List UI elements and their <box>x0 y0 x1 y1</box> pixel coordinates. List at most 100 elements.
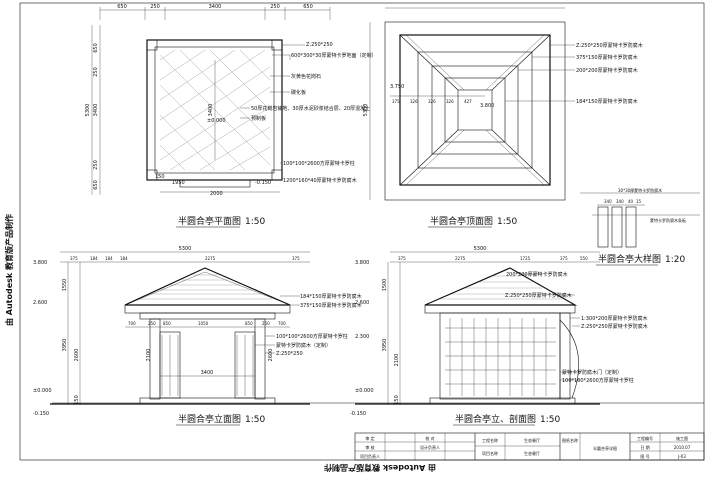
side-elevation: 5300 375 2275 1725 375 550 3.800 2.600 2… <box>350 246 648 426</box>
plan-dim-top-1: 650 <box>117 4 127 10</box>
tb-item-label: 项目名称 <box>482 450 498 456</box>
front-note-5: Z:250*250 <box>276 351 303 357</box>
side-height-3: 2100 <box>394 354 400 367</box>
tb-drawing-label: 图纸名称 <box>562 437 578 443</box>
tb-right-2-label: 日 期 <box>640 444 649 450</box>
front-elevation: 5300 375 184 184 184 2275 375 3.800 2.60… <box>33 246 362 426</box>
plan-dim-top-5: 650 <box>303 4 313 10</box>
detail-dim-2: 340 <box>604 199 612 204</box>
plan-note-5: 50厚花岗岩铺地、30厚水泥砂浆结合层、20厚混凝土 <box>251 105 370 112</box>
side-dim-top-1: 375 <box>398 256 406 261</box>
roof-note-4: 184*150厚蒙特卡罗防腐木 <box>576 98 638 105</box>
front-scale: 1:50 <box>245 415 265 425</box>
front-inner-height-2: 2600 <box>268 349 274 362</box>
plan-note-3: 灰黄色花岗石 <box>291 73 321 80</box>
plan-center-dim: 3400 <box>208 104 214 117</box>
plan-scale: 1:50 <box>245 217 265 227</box>
plan-dim-top-4: 250 <box>270 4 280 10</box>
front-mid-dim-6: 250 <box>262 321 270 326</box>
plan-note-1: Z:250*250 <box>306 42 333 48</box>
front-level-1: 3.800 <box>33 260 47 266</box>
plan-bottom-dim-2: 2000 <box>210 191 223 197</box>
detail-dim-4: 40 <box>628 199 634 204</box>
front-height-1: 1550 <box>62 279 68 292</box>
front-note-2: 375*150厚蒙特卡罗防腐木 <box>300 302 362 309</box>
front-inner-height-1: 2100 <box>146 349 152 362</box>
plan-note-8: 1200*160*40厚蒙特卡罗防腐木 <box>283 177 357 184</box>
side-level-3: 2.300 <box>355 334 369 340</box>
roof-scale: 1:50 <box>497 217 517 227</box>
front-note-1: 184*150厚蒙特卡罗防腐木 <box>300 293 362 300</box>
front-note-3: 100*100*2600方厚蒙特卡罗柱 <box>276 333 348 340</box>
side-note: 由 Autodesk 教育版产品制作 <box>4 214 14 326</box>
plan-dim-left-4: 250 <box>93 160 99 170</box>
plan-title: 半圆合亭平面图 <box>178 215 241 227</box>
front-mid-dim-2: 250 <box>148 321 156 326</box>
detail-view: 30*30厚蒙特卡罗防腐木 340 340 40 15 蒙特卡罗防腐木条板 半圆… <box>580 187 700 266</box>
tb-right-2-value: 2010.07 <box>674 445 691 450</box>
side-note-1: 200*200厚蒙特卡罗防腐木 <box>506 271 568 278</box>
roof-dim-4: 326 <box>446 99 454 104</box>
front-height-2: 3950 <box>62 339 68 352</box>
tb-r2-c3: 设计负责人 <box>420 444 440 450</box>
front-height-3: 2600 <box>74 349 80 362</box>
front-title: 半圆合亭立面图 <box>178 413 241 425</box>
tb-right-3-value: J-03 <box>677 454 686 459</box>
front-dim-top-4: 184 <box>120 256 128 261</box>
front-dim-top-1: 375 <box>70 256 78 261</box>
roof-note-1: Z:250*250厚蒙特卡罗防腐木 <box>576 42 643 49</box>
tb-r3-c1: 项目负责人 <box>360 453 380 459</box>
roof-note-2: 375*150厚蒙特卡罗防腐木 <box>576 54 638 61</box>
tb-right-1-label: 工程编号 <box>637 435 653 441</box>
side-note-2: Z:250*250厚蒙特卡罗防腐木 <box>505 292 572 299</box>
plan-bottom-dim-1: 1950 <box>172 180 185 186</box>
tb-r1-c1: 审 定 <box>365 435 374 441</box>
roof-dim-3: 326 <box>428 99 436 104</box>
side-note-4: Z:250*250厚蒙特卡罗防腐木 <box>581 323 648 330</box>
side-note-3: 1:300*200厚蒙特卡罗防腐木 <box>581 315 647 322</box>
side-dim-top-2: 2275 <box>455 256 466 261</box>
title-block: 审 定 校 对 审 核 设计负责人 项目负责人 工程名称 生态餐厅 项目名称 生… <box>354 432 705 461</box>
front-dim-total: 5300 <box>179 246 192 252</box>
tb-project-value: 生态餐厅 <box>524 437 540 443</box>
side-level-4: ±0.000 <box>355 388 374 394</box>
roof-dim-left-total: 5300 <box>363 104 369 117</box>
side-title: 半圆合亭立、剖面图 <box>455 413 536 425</box>
side-dim-total: 5300 <box>474 246 487 252</box>
roof-dim-1: 375 <box>392 99 400 104</box>
side-height-4: 150 <box>394 395 400 405</box>
detail-dim-3: 340 <box>616 199 624 204</box>
side-height-2: 3950 <box>382 339 388 352</box>
roof-mark-top: 3.750 <box>390 84 404 90</box>
tb-r1-c3: 校 对 <box>425 435 434 441</box>
plan-dim-left-3: 3400 <box>93 104 99 117</box>
roof-dim-5: 427 <box>464 99 472 104</box>
roof-note-3: 200*200厚蒙特卡罗防腐木 <box>576 67 638 74</box>
detail-note: 蒙特卡罗防腐木条板 <box>650 217 686 223</box>
side-scale: 1:50 <box>540 415 560 425</box>
plan-note-6: 预制板 <box>251 115 266 122</box>
plan-bottom-dim-3: 150 <box>155 174 165 180</box>
side-dim-top-3: 1725 <box>520 256 531 261</box>
roof-mark-mid: 3.800 <box>480 103 494 109</box>
plan-dim-left-1: 650 <box>93 43 99 53</box>
side-dim-top-4: 375 <box>560 256 568 261</box>
plan-dim-top-3: 3400 <box>209 4 222 10</box>
plan-note-7: 100*100*2600方厚蒙特卡罗柱 <box>283 160 355 167</box>
front-mid-dim-4: 1050 <box>198 321 209 326</box>
plan-elevation-mark: ±0.000 <box>207 118 226 124</box>
front-mid-dim-5: 850 <box>245 321 253 326</box>
front-level-3: ±0.000 <box>33 388 52 394</box>
roof-view: 5300 3.750 3.800 375 326 326 326 427 <box>363 7 643 228</box>
side-note-5: 蒙特卡罗防腐木门（定制） <box>562 369 622 376</box>
roof-title: 半圆合亭顶面图 <box>430 215 493 227</box>
side-level-5: -0.150 <box>350 411 366 417</box>
plan-dim-left-total: 5300 <box>85 104 91 117</box>
plan-dim-left-2: 250 <box>93 67 99 77</box>
tb-drawing-value: 半圆合亭详图 <box>593 445 617 451</box>
front-dim-top-3: 184 <box>105 256 113 261</box>
front-mid-dim-1: 700 <box>128 321 136 326</box>
front-mid-dim-3: 850 <box>163 321 171 326</box>
detail-dim-5: 15 <box>636 199 642 204</box>
plan-view: 650 250 3400 250 650 650 250 3400 250 65… <box>85 4 376 228</box>
